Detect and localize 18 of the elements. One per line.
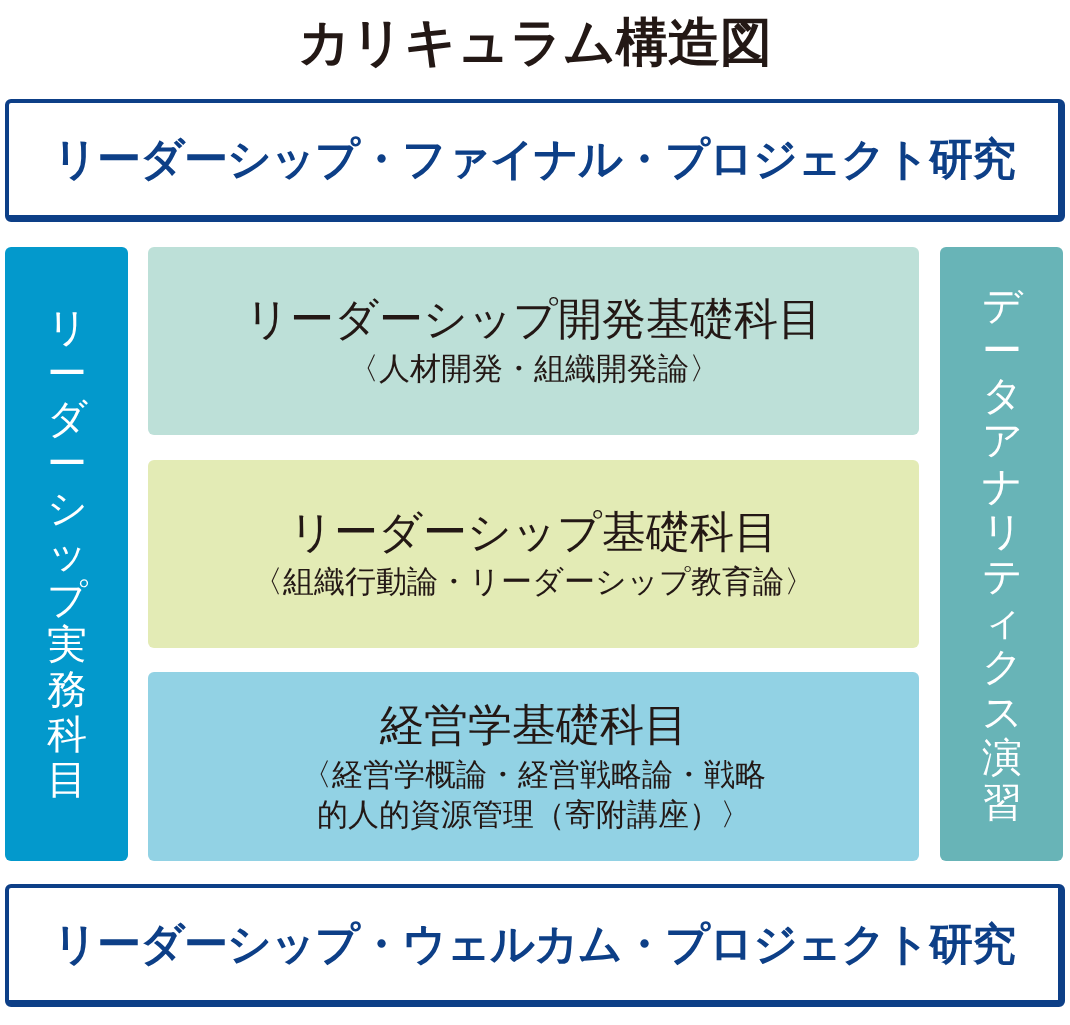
box-title: リーダーシップ・ウェルカム・プロジェクト研究 [52,916,1015,971]
box-title: リーダーシップ基礎科目 [289,506,778,560]
course-band [940,247,1063,861]
band-label: データアナリティクス演習 [981,282,1022,826]
course-box [148,672,919,861]
box-subtitle: 〈経営学概論・経営戦略論・戦略的人的資源管理（寄附講座）〉 [300,754,767,834]
course-band [5,247,128,861]
box-title: リーダーシップ・ファイナル・プロジェクト研究 [52,131,1015,186]
course-box [148,460,919,648]
diagram-title: カリキュラム構造図 [298,12,772,72]
course-box [148,247,919,435]
box-title: リーダーシップ開発基礎科目 [245,293,822,347]
box-title: 経営学基礎科目 [379,698,688,752]
project-box [5,99,1065,222]
box-subtitle: 〈組織行動論・リーダーシップ教育論〉 [252,562,815,602]
band-label: リーダーシップ実務科目 [46,305,87,803]
box-subtitle: 〈人材開発・組織開発論〉 [347,349,720,389]
project-box [5,884,1065,1007]
